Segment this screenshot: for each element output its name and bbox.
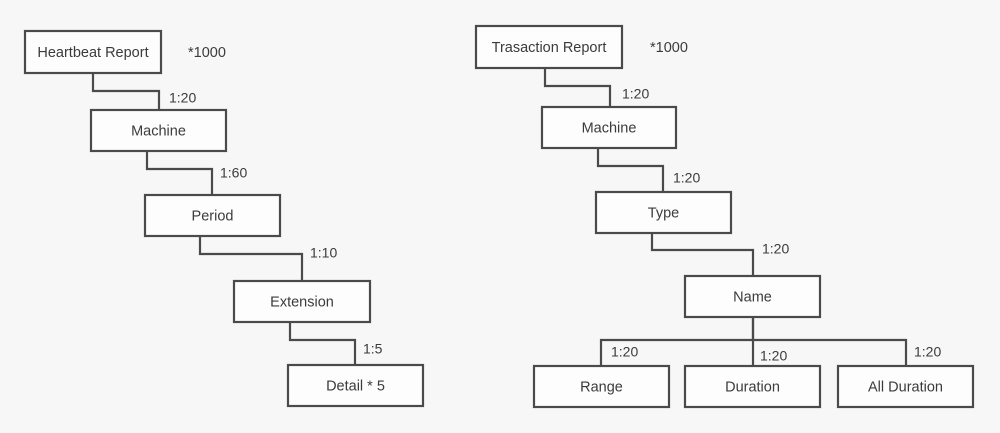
node-label: All Duration — [868, 379, 943, 395]
node-label: Range — [580, 379, 623, 395]
cardinality-label: 1:20 — [673, 170, 700, 186]
cardinality-label: 1:60 — [220, 165, 247, 181]
node-label: Detail * 5 — [326, 378, 385, 394]
connector-edge-name-duration: 1:20 — [751, 315, 787, 368]
connector-edge-machine-type: 1:20 — [596, 146, 700, 194]
node-extension[interactable]: Extension — [232, 279, 372, 324]
node-box[interactable] — [474, 24, 624, 70]
connector-edge-extension-detail: 1:5 — [288, 320, 383, 367]
cardinality-label: 1:10 — [310, 245, 337, 261]
node-duration[interactable]: Duration — [683, 364, 822, 409]
cardinality-label: 1:20 — [914, 344, 941, 360]
node-period[interactable]: Period — [143, 193, 282, 238]
node-name[interactable]: Name — [683, 274, 822, 319]
node-label: Period — [192, 208, 234, 224]
node-detail-5[interactable]: Detail * 5 — [286, 363, 425, 408]
connector-line — [543, 66, 612, 109]
connector-edge-machine-period: 1:60 — [145, 149, 247, 197]
cardinality-label: 1:20 — [611, 344, 638, 360]
node-box[interactable] — [23, 29, 163, 75]
connector-line — [596, 146, 665, 194]
node-range[interactable]: Range — [532, 364, 671, 409]
multiplier-label: *1000 — [188, 45, 226, 61]
edges-layer: 1:20 1:60 1:10 1:5 1:20 1:20 1:20 1:20 1:20 1:20 — [91, 66, 941, 368]
connector-edge-heartbeat-machine: 1:20 — [91, 71, 196, 112]
connector-line — [650, 231, 755, 278]
connector-edge-name-range: 1:20 — [599, 315, 755, 368]
node-label: Trasaction Report — [492, 40, 607, 56]
node-label: Name — [733, 289, 772, 305]
node-box[interactable] — [683, 364, 822, 409]
node-box[interactable] — [89, 108, 228, 153]
cardinality-label: 1:20 — [622, 86, 649, 102]
connector-line — [91, 71, 161, 112]
connector-line — [751, 338, 908, 368]
node-label: Machine — [131, 123, 186, 139]
node-box[interactable] — [532, 364, 671, 409]
connector-line — [198, 234, 304, 283]
node-heartbeat-report[interactable]: Heartbeat Report — [23, 29, 163, 75]
node-label: Heartbeat Report — [37, 45, 148, 61]
cardinality-label: 1:20 — [760, 348, 787, 364]
connector-line — [288, 320, 357, 367]
node-type[interactable]: Type — [594, 190, 733, 235]
connector-edge-type-name: 1:20 — [650, 231, 789, 278]
node-machine-left[interactable]: Machine — [89, 108, 228, 153]
node-label: Machine — [582, 120, 637, 136]
node-label: Extension — [270, 294, 334, 310]
node-box[interactable] — [540, 105, 678, 150]
node-box[interactable] — [143, 193, 282, 238]
multiplier-label: *1000 — [650, 40, 688, 56]
connector-edge-transaction-machine: 1:20 — [543, 66, 649, 109]
connector-edge-period-extension: 1:10 — [198, 234, 337, 283]
node-box[interactable] — [594, 190, 733, 235]
node-all-duration[interactable]: All Duration — [836, 364, 975, 409]
cardinality-label: 1:20 — [762, 241, 789, 257]
cardinality-label: 1:5 — [363, 341, 383, 357]
connector-line — [145, 149, 214, 197]
cardinality-label: 1:20 — [169, 90, 196, 106]
node-machine-right[interactable]: Machine — [540, 105, 678, 150]
connector-edge-name-allduration: 1:20 — [751, 338, 941, 368]
node-box[interactable] — [836, 364, 975, 409]
multipliers-layer: *1000 *1000 — [188, 40, 688, 61]
node-transaction-report[interactable]: Trasaction Report — [474, 24, 624, 70]
node-box[interactable] — [286, 363, 425, 408]
node-box[interactable] — [232, 279, 372, 324]
nodes-layer: Heartbeat ReportMachinePeriodExtensionDe… — [23, 24, 975, 409]
node-label: Type — [648, 205, 679, 221]
node-label: Duration — [725, 379, 780, 395]
node-box[interactable] — [683, 274, 822, 319]
